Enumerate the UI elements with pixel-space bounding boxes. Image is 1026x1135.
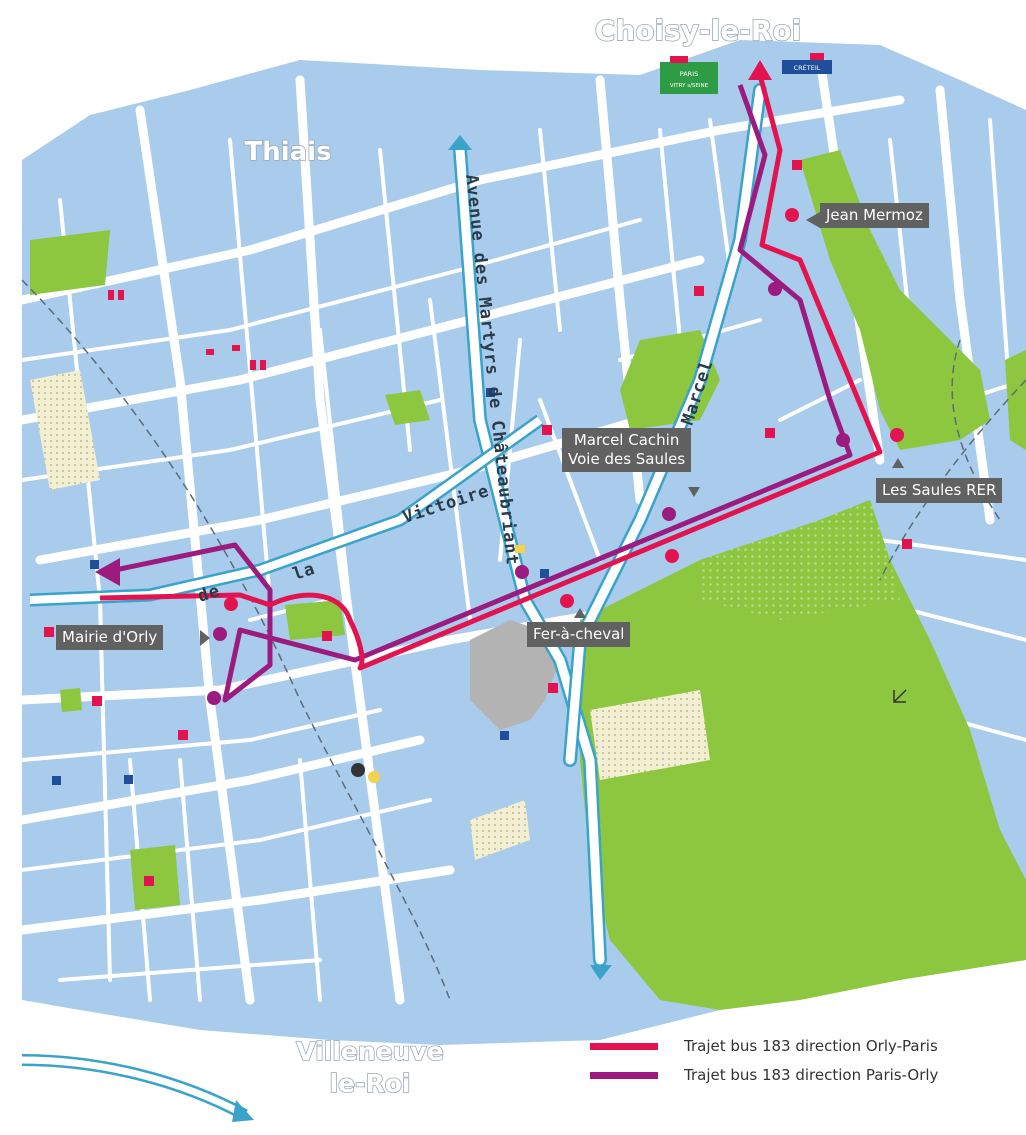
commercial-zone <box>470 620 560 730</box>
legend-swatch-purple <box>590 1071 658 1079</box>
legend-item-paris-orly: Trajet bus 183 direction Paris-Orly <box>590 1062 1026 1088</box>
town-le-roi: le-Roi <box>330 1069 411 1098</box>
sign-paris: PARIS <box>680 70 699 78</box>
stop-label-les-saules-rer: Les Saules RER <box>876 478 1003 503</box>
compass-arrow <box>893 689 907 703</box>
stop-label-jean-mermoz: Jean Mermoz <box>820 203 929 228</box>
legend-item-orly-paris: Trajet bus 183 direction Orly-Paris <box>590 1033 1026 1059</box>
town-thiais: Thiais <box>244 137 331 167</box>
stop-label-fer-a-cheval: Fer-à-cheval <box>527 622 631 647</box>
legend-swatch-red <box>590 1042 658 1050</box>
poi-markers <box>44 160 912 886</box>
legend-label-orly-paris: Trajet bus 183 direction Orly-Paris <box>684 1037 938 1055</box>
stop-label-marcel-cachin-line2: Voie des Saules <box>568 450 686 468</box>
sign-vitry: VITRY s/SEINE <box>670 83 709 89</box>
legend-label-paris-orly: Trajet bus 183 direction Paris-Orly <box>684 1066 939 1084</box>
label-pointers <box>200 212 904 646</box>
stop-dots <box>207 208 904 705</box>
direction-signs: PARIS VITRY s/SEINE CRÉTEIL <box>660 53 832 94</box>
route-paris-orly <box>114 84 853 703</box>
southwest-road <box>21 1054 254 1122</box>
sign-creteil: CRÉTEIL <box>794 63 821 72</box>
route-arrow-north-red <box>748 60 772 80</box>
stop-label-marcel-cachin: Marcel Cachin Voie des Saules <box>562 428 692 472</box>
town-choisy-le-roi: Choisy-le-Roi <box>595 14 801 47</box>
stop-label-marcel-cachin-line1: Marcel Cachin <box>573 431 680 449</box>
route-orly-paris <box>99 74 883 671</box>
route-arrow-west-purple <box>95 558 120 586</box>
stop-label-mairie-orly: Mairie d'Orly <box>56 625 164 650</box>
town-villeneuve: Villeneuve <box>296 1037 443 1066</box>
